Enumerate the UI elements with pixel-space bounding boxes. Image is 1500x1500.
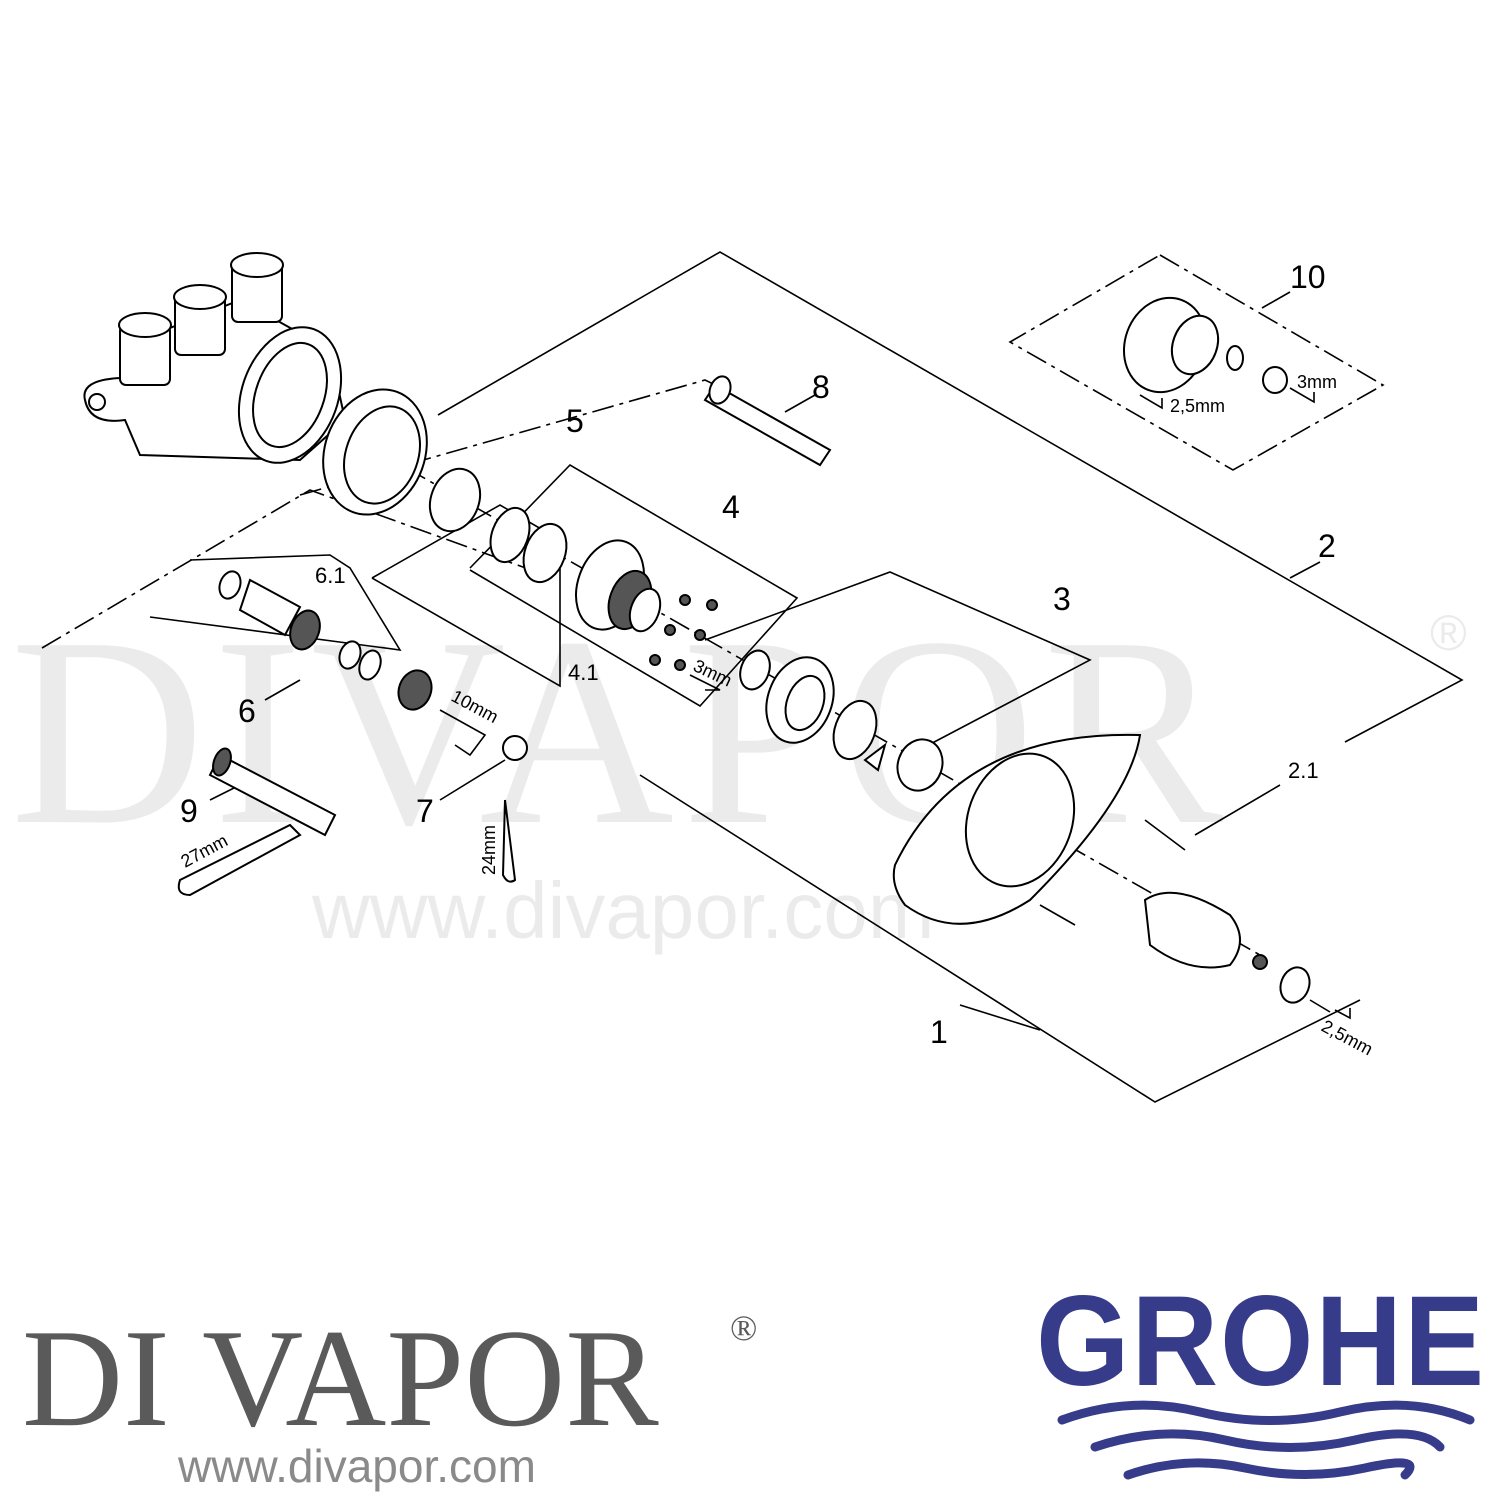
frame-4	[469, 463, 799, 708]
label-hex-2-5mm-knob: 2,5mm	[1170, 396, 1225, 416]
part-labels: 10 8 5 4 2 3 6.1 4.1 6 2.1 9 7 1	[180, 259, 1336, 1050]
label-part-6-1: 6.1	[315, 563, 346, 588]
leader-2-1	[1194, 784, 1281, 836]
frame-3	[704, 571, 1092, 761]
axis-line	[339, 429, 1261, 956]
part-7-nut	[501, 735, 528, 883]
part-3-adapter	[739, 649, 944, 792]
frame-10	[1008, 254, 1385, 471]
label-part-4: 4	[722, 489, 740, 525]
frame-2	[437, 251, 1464, 743]
part-5-ring	[322, 388, 568, 584]
label-part-3: 3	[1053, 581, 1071, 617]
label-part-2-1: 2.1	[1288, 758, 1319, 783]
grohe-logo: GROHE	[1036, 1270, 1486, 1480]
watermark-url: www.divapor.com	[311, 866, 934, 955]
parts	[83, 252, 1351, 1020]
label-hex-2-5mm-handle: 2,5mm	[1318, 1016, 1376, 1059]
part-10-knob	[1122, 296, 1315, 410]
part-1-handle	[1143, 891, 1351, 1020]
label-part-5: 5	[566, 403, 584, 439]
label-part-2: 2	[1318, 528, 1336, 564]
frame-1	[639, 774, 1361, 1103]
divapor-registered: ®	[730, 1308, 757, 1348]
leader-7	[439, 759, 506, 801]
leader-10	[1261, 291, 1291, 309]
label-part-1: 1	[930, 1014, 948, 1050]
leader-8	[784, 394, 816, 413]
divapor-url: www.divapor.com	[177, 1440, 536, 1492]
part-6-diverter	[218, 570, 487, 757]
part-8-spindle	[703, 375, 832, 467]
label-part-7: 7	[416, 793, 434, 829]
label-part-8: 8	[812, 369, 830, 405]
label-part-4-1: 4.1	[568, 660, 599, 685]
part-9-extension	[177, 747, 337, 897]
label-wrench-24mm: 24mm	[479, 825, 499, 875]
leader-2	[1289, 561, 1321, 579]
label-part-10: 10	[1290, 259, 1326, 295]
divapor-brand: DI VAPOR ® www.divapor.com	[22, 1301, 757, 1492]
grohe-wordmark: GROHE	[1036, 1270, 1486, 1413]
leader-6	[264, 679, 301, 701]
grohe-waves-icon	[1057, 1400, 1475, 1480]
part-4-cartridge	[575, 539, 721, 691]
valve-body	[83, 252, 347, 464]
label-part-6: 6	[238, 693, 256, 729]
watermark-registered: ®	[1430, 605, 1467, 661]
watermark: DIVAPOR ® www.divapor.com	[10, 582, 1467, 955]
label-part-9: 9	[180, 793, 198, 829]
divapor-wordmark: DI VAPOR	[22, 1301, 659, 1456]
leader-1	[959, 1004, 1041, 1031]
frame-9	[41, 489, 546, 649]
label-hex-3mm-knob: 3mm	[1297, 372, 1337, 392]
part-2-escutcheon-plate	[892, 733, 1186, 926]
